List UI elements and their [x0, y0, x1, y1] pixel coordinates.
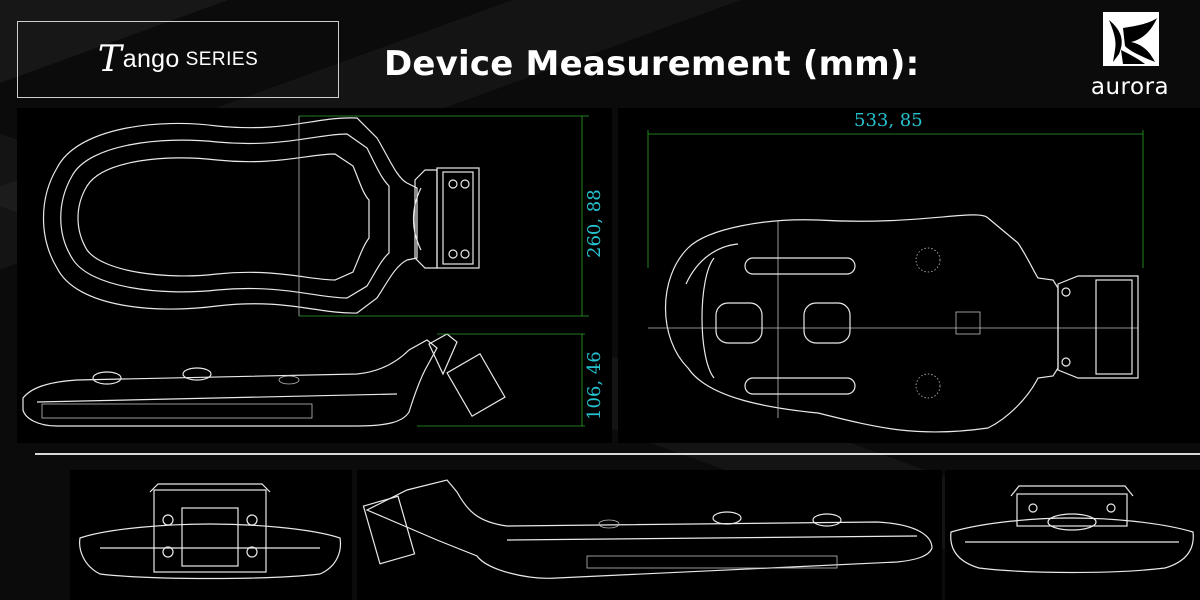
panel-bottom-right	[945, 470, 1200, 600]
panel-top-left	[17, 108, 612, 443]
series-label-box: T ango SERIES	[17, 21, 339, 98]
logo-text: aurora	[1090, 74, 1170, 100]
front-view-drawing	[79, 483, 342, 580]
dimension-height-label: 106, 46	[584, 351, 605, 420]
top-view-drawing: 260, 88	[43, 115, 605, 317]
brand-logo: aurora	[1075, 10, 1185, 100]
bottom-view-drawing: 533, 85	[647, 110, 1144, 433]
dimension-length-label: 533, 85	[854, 110, 923, 131]
panel-bottom-middle	[357, 470, 942, 600]
side-view-drawing: 106, 46	[22, 333, 605, 427]
page-title: Device Measurement (mm):	[384, 44, 920, 84]
aurora-wing-logo-icon	[1103, 12, 1159, 66]
dimension-width-label: 260, 88	[584, 189, 605, 258]
side-view-2-drawing	[362, 479, 933, 579]
rear-view-drawing	[950, 485, 1194, 574]
series-word: SERIES	[185, 48, 259, 70]
section-divider	[35, 453, 1200, 455]
series-initial: T	[97, 38, 122, 80]
series-name: ango	[122, 45, 180, 73]
